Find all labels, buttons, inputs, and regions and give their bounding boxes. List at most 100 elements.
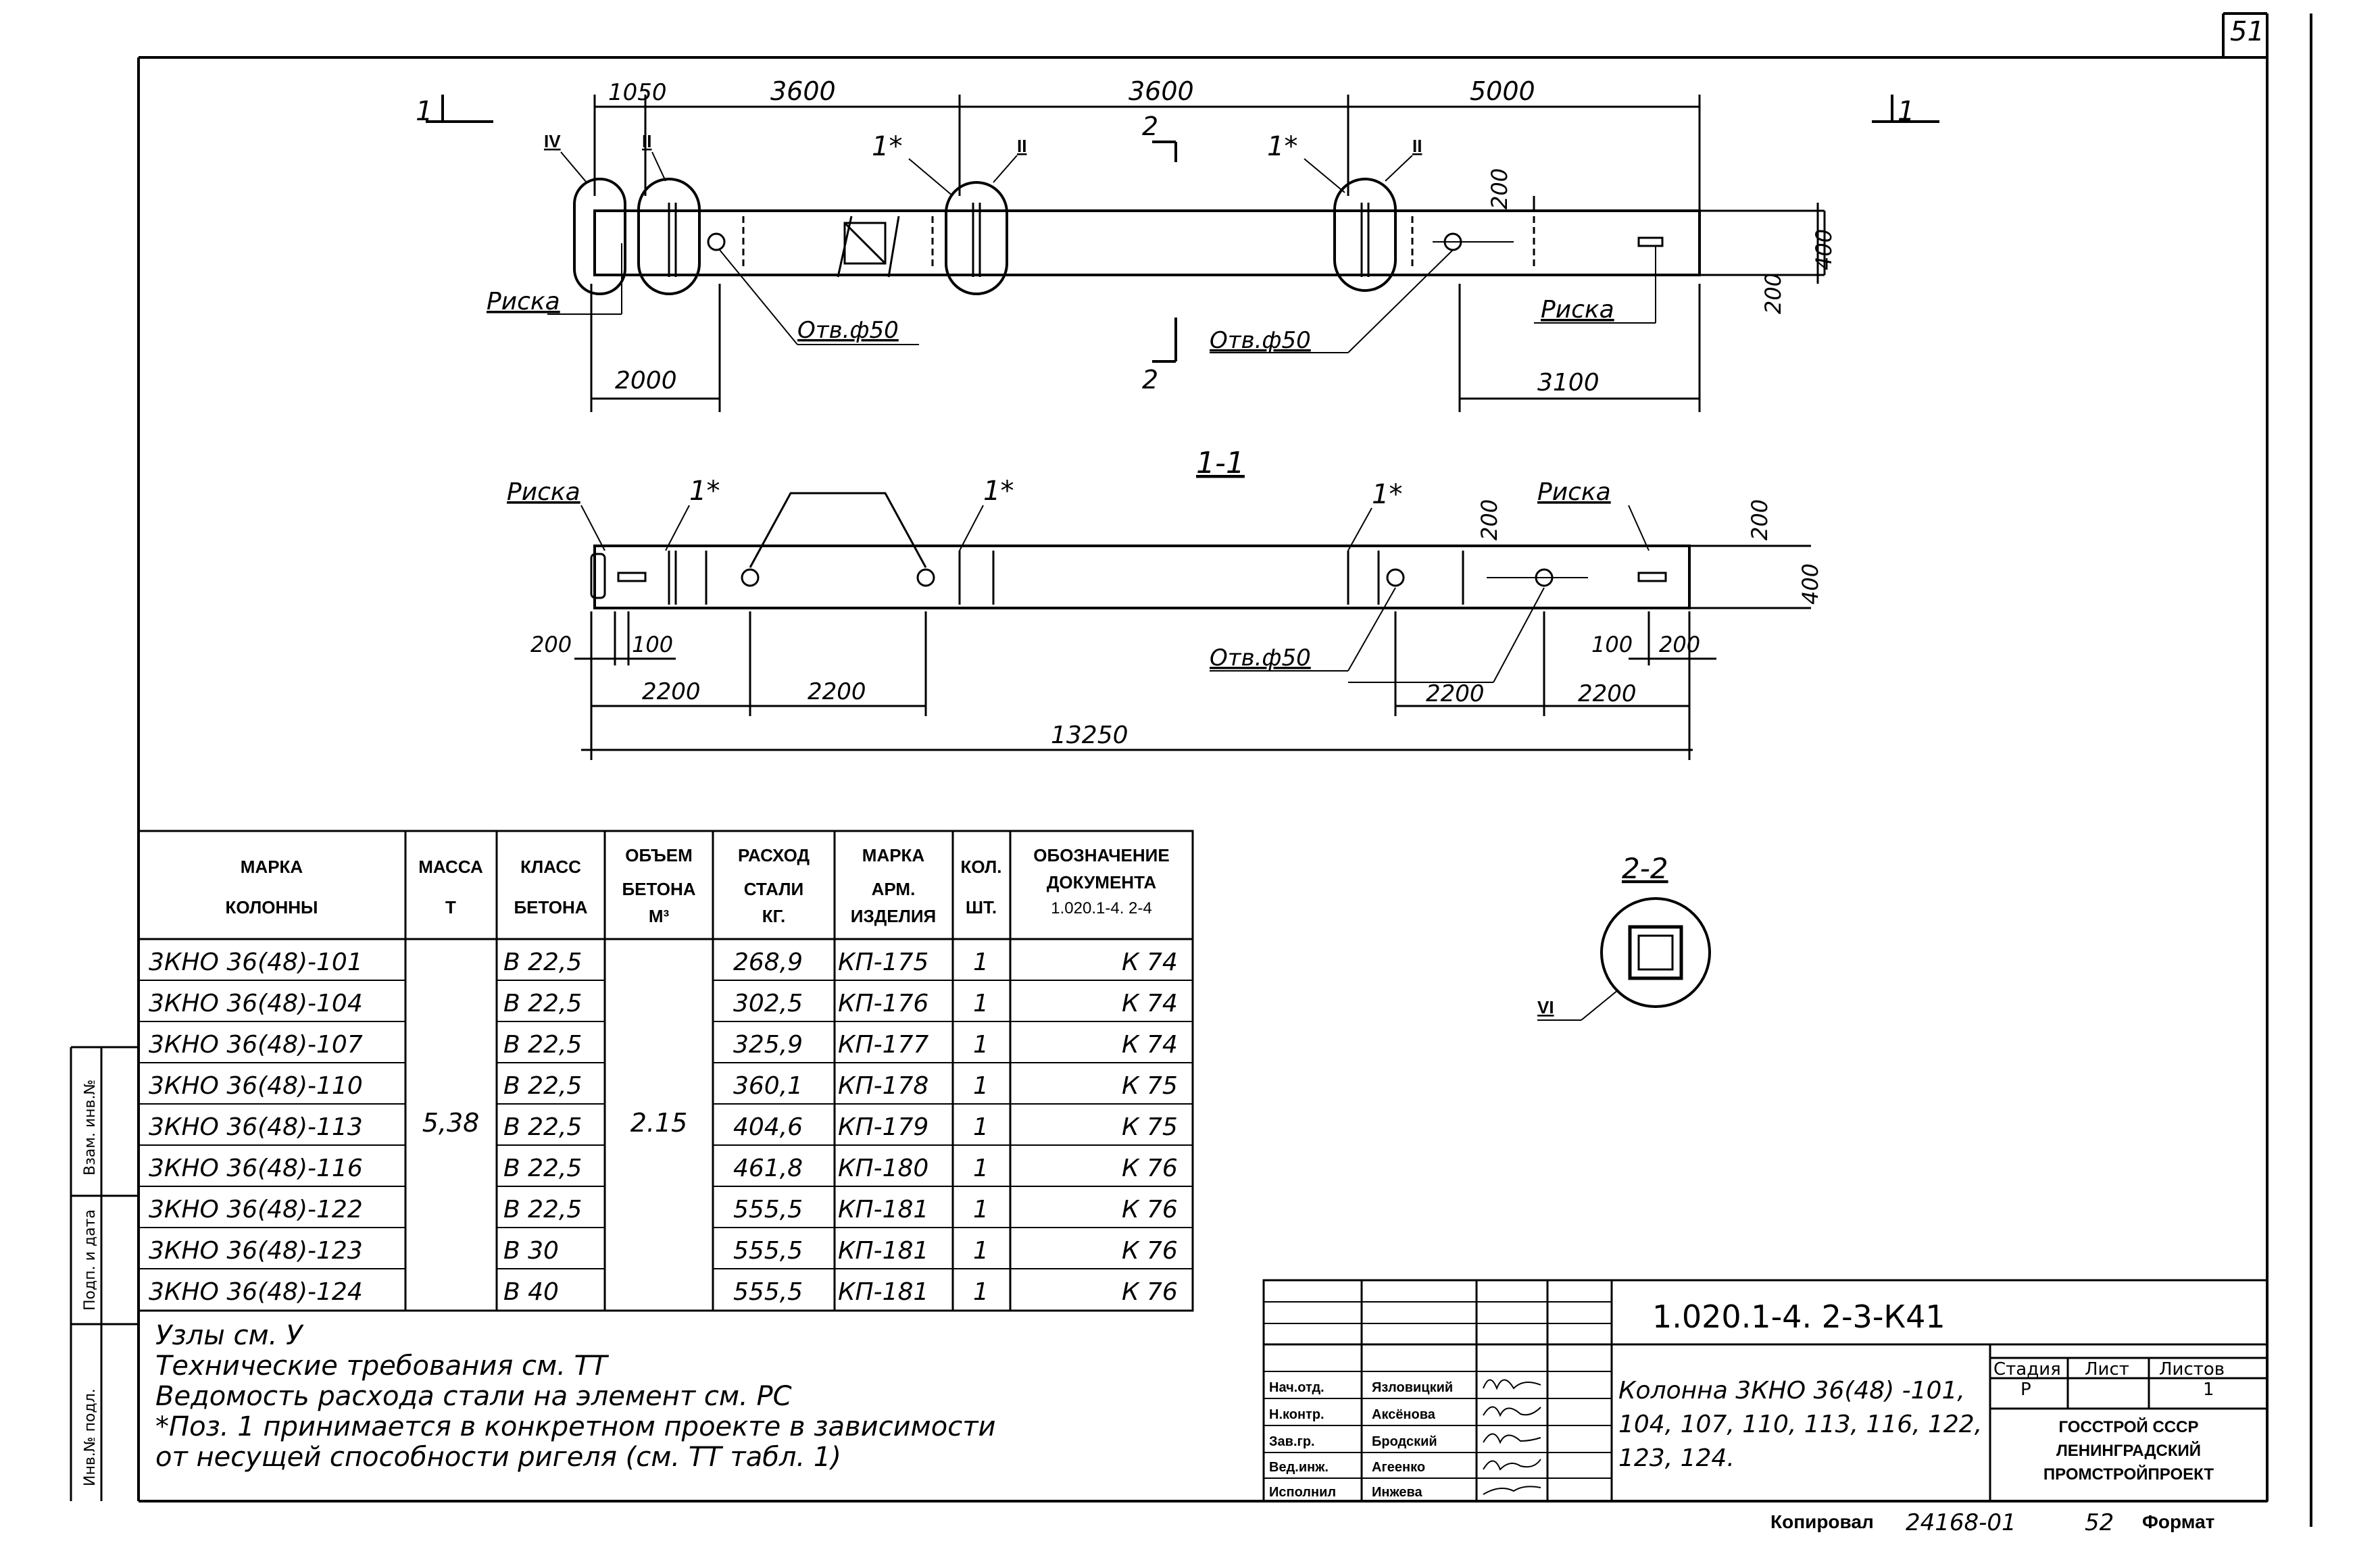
row-7-qty: 1 (973, 1196, 989, 1223)
hdr-class-2: БЕТОНА (514, 897, 587, 917)
hdr-mark-2: КОЛОННЫ (226, 897, 318, 917)
row-7-arm: КП-181 (838, 1196, 928, 1223)
section-1-1-title: 1-1 (1196, 446, 1245, 480)
row-1-qty: 1 (973, 949, 989, 976)
notes: Узлы см. У Технические требования см. ТТ… (155, 1320, 996, 1473)
row-4-class: В 22,5 (503, 1072, 582, 1100)
stage-value: Р (2020, 1380, 2031, 1400)
section-mark-2-bottom: 2 (1142, 365, 1158, 395)
label-roman-2-c: II (1412, 136, 1422, 156)
hdr-doc-2: ДОКУМЕНТА (1047, 872, 1156, 892)
name-5: Инжева (1372, 1485, 1423, 1500)
label-roman-6: VI (1537, 997, 1554, 1017)
s-dim-2200-a: 2200 (642, 678, 701, 705)
row-4-arm: КП-178 (838, 1072, 928, 1100)
hdr-arm-3: ИЗДЕЛИЯ (851, 906, 936, 926)
s-dim-400: 400 (1798, 563, 1823, 605)
signatures (1483, 1379, 1541, 1495)
hdr-steel-2: СТАЛИ (744, 879, 803, 899)
role-4: Вед.инж. (1269, 1460, 1329, 1475)
org-line-3: ПРОМСТРОЙПРОЕКТ (2043, 1465, 2214, 1484)
row-6-class: В 22,5 (503, 1155, 582, 1182)
note-3: Ведомость расхода стали на элемент см. Р… (155, 1381, 792, 1412)
note-5: от несущей способности ригеля (см. ТТ та… (155, 1442, 841, 1473)
note-4: *Поз. 1 принимается в конкретном проекте… (155, 1411, 996, 1442)
sheets-label: Листов (2159, 1359, 2225, 1380)
row-9-qty: 1 (973, 1278, 989, 1306)
row-5-doc: К 75 (1122, 1113, 1178, 1141)
s-label-riska-left: Риска (507, 478, 580, 506)
row-1-steel: 268,9 (733, 949, 803, 976)
footer: Копировал 24168-01 52 Формат (1770, 1509, 2214, 1536)
hdr-steel-1: РАСХОД (738, 845, 810, 865)
row-8-doc: К 76 (1122, 1237, 1178, 1265)
section-1-1: 1-1 Риска 1* 1* 1* Рис (507, 446, 1823, 760)
footer-sheet: 52 (2085, 1509, 2114, 1536)
row-5-qty: 1 (973, 1113, 989, 1141)
row-9-class: В 40 (503, 1278, 559, 1306)
note-2: Технические требования см. ТТ (155, 1350, 610, 1382)
sheets-value: 1 (2203, 1380, 2214, 1400)
label-hole-left: Отв.ф50 (797, 317, 899, 344)
s-dim-200-left: 200 (530, 632, 572, 657)
margin-label-sign: Подп. и дата (82, 1209, 99, 1311)
dim-3600-a: 3600 (770, 76, 836, 106)
section-2-2-title: 2-2 (1622, 852, 1668, 885)
hdr-class-1: КЛАСС (520, 857, 581, 877)
row-3-steel: 325,9 (733, 1031, 803, 1059)
s-dim-2200-d: 2200 (1578, 680, 1637, 707)
stage-label: Стадия (1993, 1359, 2061, 1380)
section-mark-2-top: 2 (1142, 111, 1158, 141)
hdr-steel-3: КГ. (762, 906, 786, 926)
title-block: 1.020.1-4. 2-3-К41 Нач.отд. Н.контр. Зав… (1262, 1279, 2269, 1502)
row-9-steel: 555,5 (733, 1278, 803, 1306)
s-label-riska-right: Риска (1537, 478, 1611, 506)
role-3: Зав.гр. (1269, 1434, 1315, 1449)
role-1: Нач.отд. (1269, 1380, 1324, 1395)
row-3-class: В 22,5 (503, 1031, 582, 1059)
sheet-number: 51 (2230, 16, 2264, 47)
row-5-arm: КП-179 (838, 1113, 928, 1141)
section-2-2: 2-2 VI (1537, 852, 1711, 1021)
row-1-doc: К 74 (1122, 949, 1178, 976)
row-4-doc: К 75 (1122, 1072, 1178, 1100)
row-5-mark: 3КНО 36(48)-113 (149, 1113, 363, 1141)
margin-label-replace: Взам. инв.№ (82, 1080, 99, 1176)
row-7-class: В 22,5 (503, 1196, 582, 1223)
row-7-mark: 3КНО 36(48)-122 (149, 1196, 363, 1223)
hdr-qty-1: КОЛ. (961, 857, 1002, 877)
margin-label-inv: Инв.№ подл. (82, 1388, 99, 1486)
row-6-steel: 461,8 (733, 1155, 803, 1182)
hdr-doc-1: ОБОЗНАЧЕНИЕ (1033, 845, 1169, 865)
name-3: Бродский (1372, 1434, 1437, 1449)
label-1star-b: 1* (1267, 131, 1297, 162)
row-1-mark: 3КНО 36(48)-101 (149, 949, 363, 976)
section-mark-1-left: 1 (416, 96, 432, 127)
row-9-mark: 3КНО 36(48)-124 (149, 1278, 363, 1306)
role-2: Н.контр. (1269, 1407, 1324, 1422)
hdr-mass-1: МАССА (418, 857, 483, 877)
hdr-qty-2: ШТ. (966, 897, 997, 917)
hdr-arm-2: АРМ. (872, 879, 916, 899)
row-9-arm: КП-181 (838, 1278, 928, 1306)
hdr-vol-2: БЕТОНА (622, 879, 695, 899)
s-label-1star-a: 1* (689, 476, 720, 507)
s-dim-total: 13250 (1051, 722, 1129, 749)
dim-200-b: 200 (1760, 273, 1786, 314)
label-hole-right: Отв.ф50 (1210, 327, 1311, 354)
label-riska-left: Риска (487, 288, 560, 315)
s-dim-2200-c: 2200 (1426, 680, 1485, 707)
dim-5000: 5000 (1470, 76, 1535, 106)
row-3-arm: КП-177 (838, 1031, 928, 1059)
row-7-doc: К 76 (1122, 1196, 1178, 1223)
row-5-class: В 22,5 (503, 1113, 582, 1141)
note-1: Узлы см. У (155, 1320, 304, 1351)
doc-code: 1.020.1-4. 2-3-К41 (1652, 1298, 1945, 1335)
row-6-mark: 3КНО 36(48)-116 (149, 1155, 363, 1182)
label-1star-a: 1* (872, 131, 902, 162)
name-4: Агеенко (1372, 1460, 1425, 1475)
hdr-mark-1: МАРКА (241, 857, 303, 877)
footer-number: 24168-01 (1906, 1509, 2016, 1536)
row-3-mark: 3КНО 36(48)-107 (149, 1031, 363, 1059)
